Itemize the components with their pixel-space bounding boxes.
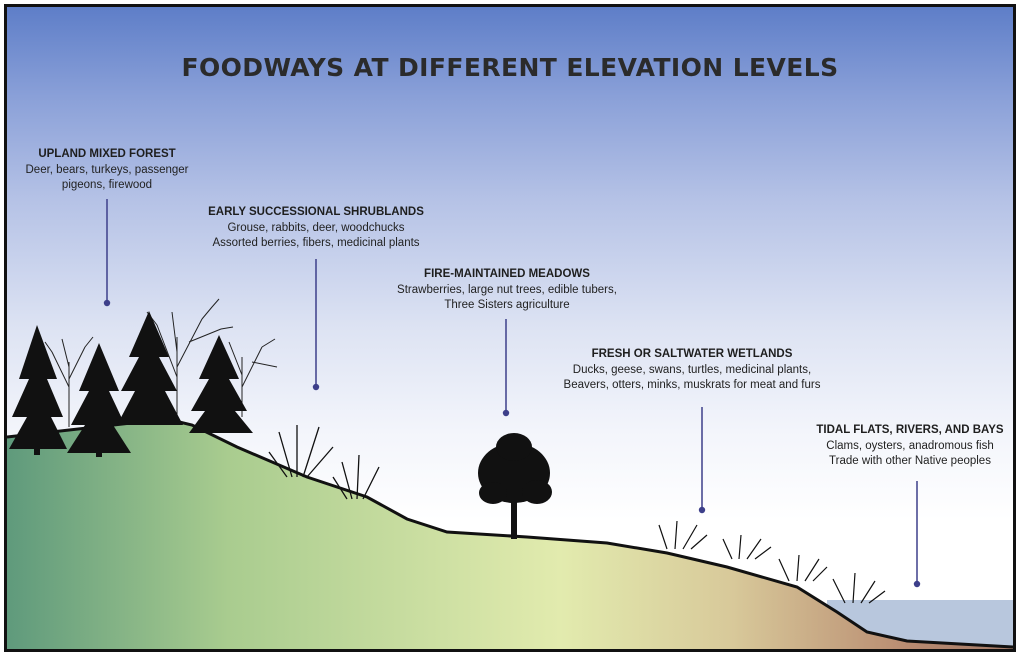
zone-description-line: Three Sisters agriculture xyxy=(444,299,570,311)
zone-description-line: Clams, oysters, anadromous fish xyxy=(826,440,994,452)
zone-description-line: Ducks, geese, swans, turtles, medicinal … xyxy=(572,364,812,376)
pointer-shrublands xyxy=(312,259,320,391)
label-successional-shrublands: EARLY SUCCESSIONAL SHRUBLANDS Grouse, ra… xyxy=(195,205,437,251)
zone-description-line: Assorted berries, fibers, medicinal plan… xyxy=(212,237,420,249)
pointer-meadows xyxy=(502,319,510,417)
pointer-tidal xyxy=(913,481,921,588)
label-wetlands: FRESH OR SALTWATER WETLANDS Ducks, geese… xyxy=(547,347,837,393)
zone-description-line: Trade with other Native peoples xyxy=(829,455,991,467)
label-tidal-flats: TIDAL FLATS, RIVERS, AND BAYS Clams, oys… xyxy=(807,423,1013,469)
shrubs-wetland xyxy=(658,520,886,604)
pointer-upland xyxy=(103,199,111,307)
zone-heading: FIRE-MAINTAINED MEADOWS xyxy=(424,268,590,280)
zone-description-line: Beavers, otters, minks, muskrats for mea… xyxy=(563,379,821,391)
zone-heading: FRESH OR SALTWATER WETLANDS xyxy=(591,348,793,360)
evergreen-trees xyxy=(9,311,253,457)
zone-description-line: Grouse, rabbits, deer, woodchucks xyxy=(227,222,405,234)
zone-description-line: Deer, bears, turkeys, passenger xyxy=(25,164,189,176)
pointer-wetlands xyxy=(698,407,706,514)
hill-ridge-line xyxy=(7,417,1013,649)
zone-heading: UPLAND MIXED FOREST xyxy=(38,148,176,160)
hillside xyxy=(7,419,1013,649)
diagram-title: FOODWAYS AT DIFFERENT ELEVATION LEVELS xyxy=(181,53,839,82)
label-fire-meadows: FIRE-MAINTAINED MEADOWS Strawberries, la… xyxy=(379,267,635,313)
diagram-frame: FOODWAYS AT DIFFERENT ELEVATION LEVELS U… xyxy=(4,4,1016,652)
meadow-tree xyxy=(478,433,552,539)
zone-heading: TIDAL FLATS, RIVERS, AND BAYS xyxy=(816,424,1004,436)
shrubs-successional xyxy=(268,425,380,500)
zone-heading: EARLY SUCCESSIONAL SHRUBLANDS xyxy=(208,206,424,218)
zone-description-line: pigeons, firewood xyxy=(61,179,153,191)
landscape-illustration xyxy=(7,199,1013,649)
zone-description-line: Strawberries, large nut trees, edible tu… xyxy=(397,284,617,296)
label-upland-forest: UPLAND MIXED FOREST Deer, bears, turkeys… xyxy=(17,147,197,193)
